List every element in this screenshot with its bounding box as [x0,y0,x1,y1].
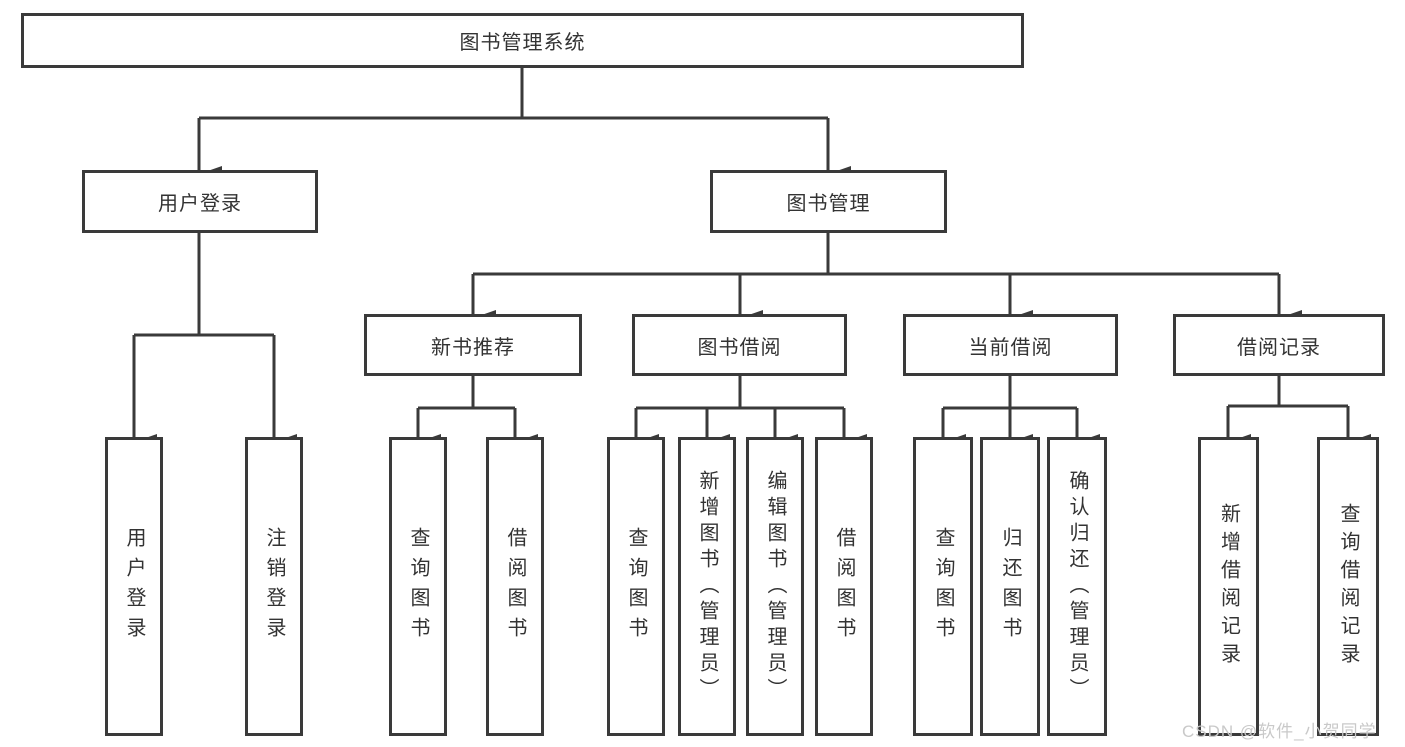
node-root: 图书管理系统 [21,13,1024,68]
watermark: CSDN @软件_小贺同学 [1182,722,1377,741]
leaf-add-book-admin-label: 新增图书（管理员） [696,469,718,704]
node-new-book-recommend: 新书推荐 [364,314,582,376]
leaf-query-borrow-record: 查询借阅记录 [1317,437,1379,736]
leaf-borrow-book: 借阅图书 [815,437,873,736]
node-borrow-records: 借阅记录 [1173,314,1385,376]
leaf-borrow-book-label: 借阅图书 [833,526,855,647]
leaf-add-borrow-record-label: 新增借阅记录 [1217,502,1240,671]
leaf-query-books-current-label: 查询图书 [932,526,954,647]
leaf-return-book-label: 归还图书 [999,526,1021,647]
leaf-query-books-borrow-label: 查询图书 [625,526,647,647]
leaf-confirm-return-admin: 确认归还（管理员） [1047,437,1107,736]
leaf-edit-book-admin-label: 编辑图书（管理员） [764,469,786,704]
leaf-borrow-books-recommend-label: 借阅图书 [504,526,526,647]
leaf-user-login-label: 用户登录 [123,526,145,647]
leaf-logout-label: 注销登录 [263,526,285,647]
leaf-query-books-recommend-label: 查询图书 [407,526,429,647]
leaf-query-books-recommend: 查询图书 [389,437,447,736]
leaf-query-books-current: 查询图书 [913,437,973,736]
leaf-add-borrow-record: 新增借阅记录 [1198,437,1259,736]
node-book-borrow: 图书借阅 [632,314,847,376]
leaf-user-login: 用户登录 [105,437,163,736]
leaf-borrow-books-recommend: 借阅图书 [486,437,544,736]
leaf-add-book-admin: 新增图书（管理员） [678,437,736,736]
node-current-borrow: 当前借阅 [903,314,1118,376]
leaf-confirm-return-admin-label: 确认归还（管理员） [1066,469,1088,704]
leaf-query-borrow-record-label: 查询借阅记录 [1337,502,1359,671]
leaf-query-books-borrow: 查询图书 [607,437,665,736]
node-user-login: 用户登录 [82,170,318,233]
leaf-logout: 注销登录 [245,437,303,736]
leaf-edit-book-admin: 编辑图书（管理员） [746,437,804,736]
leaf-return-book: 归还图书 [980,437,1040,736]
node-book-management: 图书管理 [710,170,947,233]
